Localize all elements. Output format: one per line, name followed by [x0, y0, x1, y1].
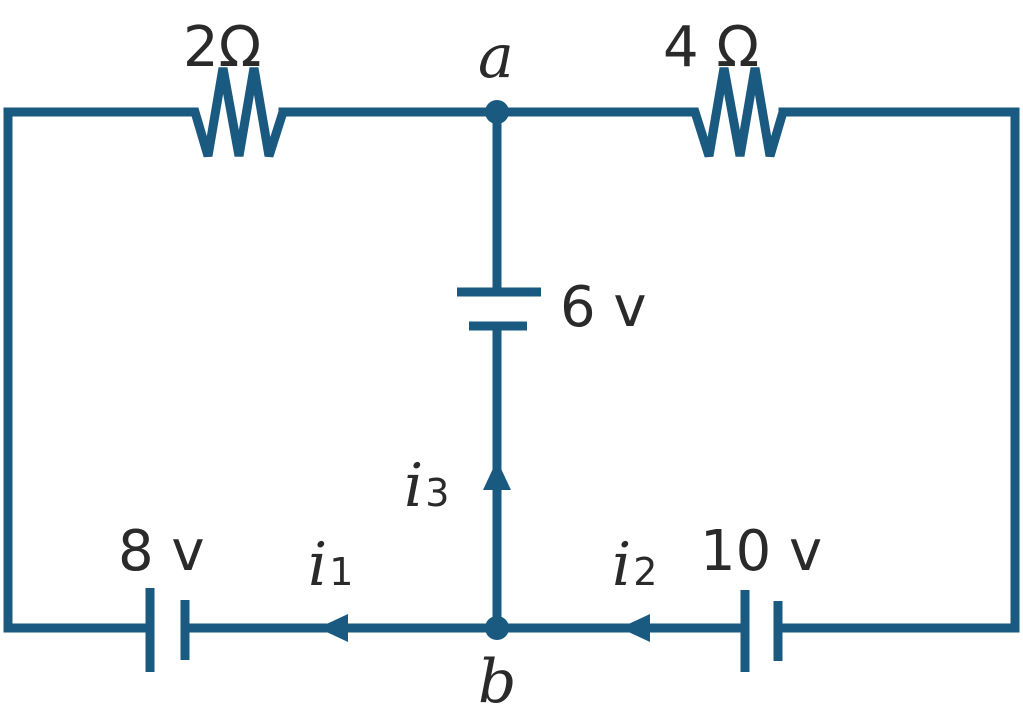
label-current-i3-symbol: i [404, 451, 423, 521]
wire-left-top [3, 107, 188, 633]
node-a-dot [485, 100, 509, 124]
arrow-i3-up [483, 460, 511, 490]
resistor-4-ohm [683, 67, 788, 158]
label-node-a: a [478, 22, 514, 92]
label-battery-10v: 10 v [700, 519, 822, 584]
label-current-i1: i1 [308, 530, 353, 600]
label-current-i3-subscript: 3 [425, 471, 449, 515]
label-current-i2-symbol: i [612, 530, 631, 600]
label-current-i3: i3 [404, 451, 449, 521]
label-current-i1-symbol: i [308, 530, 327, 600]
label-node-b: b [478, 647, 516, 713]
label-battery-8v: 8 v [118, 519, 205, 584]
resistor-2-ohm [183, 67, 288, 158]
wire-right [773, 107, 1020, 633]
label-resistor-4-ohm: 4 Ω [663, 15, 759, 80]
label-resistor-2-ohm: 2Ω [183, 15, 261, 80]
arrow-i1-left [318, 614, 348, 642]
label-current-i1-subscript: 1 [329, 550, 353, 594]
label-battery-6v: 6 v [560, 275, 647, 340]
label-current-i2: i2 [612, 530, 657, 600]
arrow-i2-left [620, 614, 650, 642]
node-b-dot [485, 616, 509, 640]
label-current-i2-subscript: 2 [633, 550, 657, 594]
